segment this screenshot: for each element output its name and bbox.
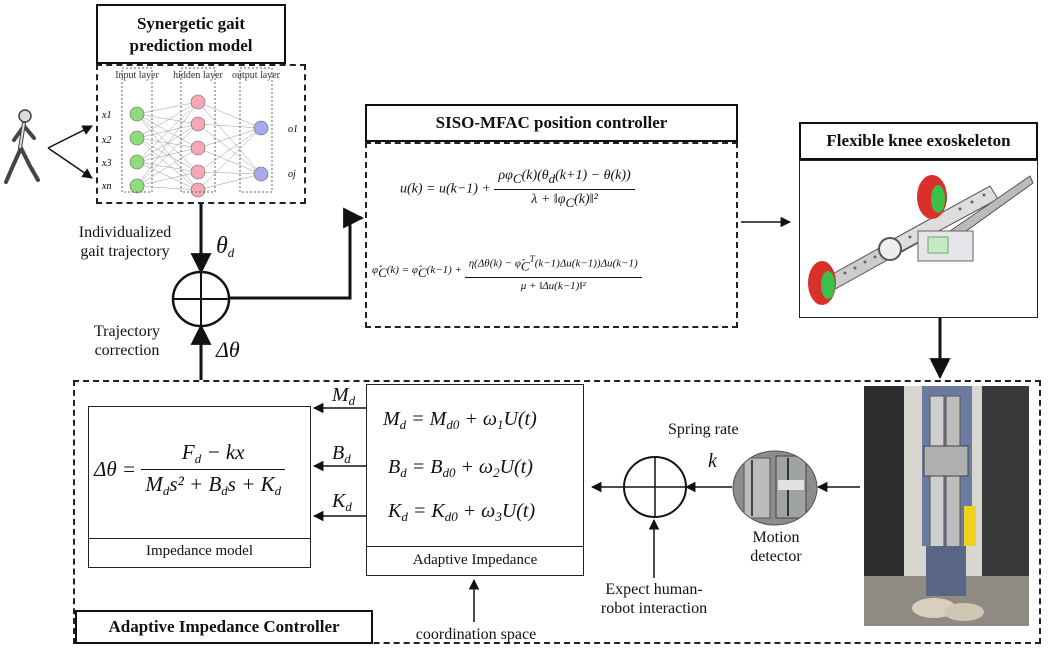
siso-equation-2: φ̂C(k) = φ̂C(k−1) + η(Δθ(k) − φ̂CT(k−1)Δ… (372, 254, 642, 292)
siso-box (365, 142, 738, 328)
adaptive-impedance-caption: Adaptive Impedance (412, 552, 538, 568)
adaptive-eq-kd: Kd = Kd0 + ω3U(t) (388, 500, 536, 524)
nn-edge (197, 147, 262, 175)
k-label: k (708, 450, 717, 472)
nn-edge (136, 101, 199, 115)
kd-label: Kd (332, 490, 352, 514)
layer-label-hidden: hidden layer (173, 70, 223, 81)
expect-interaction-label: Expect human- robot interaction (600, 581, 708, 617)
output-node (253, 166, 269, 182)
nn-edge (197, 173, 262, 191)
adaptive-eq-md: Md = Md0 + ω1U(t) (383, 408, 537, 432)
input-x2: x2 (101, 135, 111, 146)
layer-label-output: output layer (232, 70, 281, 81)
theta-d-label: θd (216, 233, 235, 260)
spring-rate-label: Spring rate (668, 421, 739, 438)
trajectory-correction-label: Trajectory correction (93, 323, 161, 359)
nn-edge (136, 101, 199, 187)
exoskeleton-photo (864, 386, 1029, 626)
impedance-model-caption: Impedance model (145, 543, 254, 559)
bd-label: Bd (332, 442, 351, 466)
nn-edge (197, 127, 262, 191)
nn-edge (197, 123, 262, 175)
exo-title: Flexible knee exoskeleton (799, 122, 1038, 160)
nn-edge (136, 171, 199, 187)
nn-edge (197, 123, 262, 129)
nn-edge (136, 137, 199, 191)
nn-edge (197, 127, 262, 149)
output-o1: o1 (288, 124, 298, 135)
input-node (129, 130, 145, 146)
input-node (129, 178, 145, 194)
input-x1: x1 (101, 110, 111, 121)
siso-title: SISO-MFAC position controller (365, 104, 738, 142)
delta-theta-label: Δθ (216, 337, 240, 362)
input-node (129, 154, 145, 170)
input-xn: xn (101, 181, 111, 192)
nn-edge (136, 101, 199, 163)
hidden-node (190, 140, 206, 156)
nn-edge (136, 113, 199, 125)
md-label: Md (332, 384, 356, 408)
siso-equation-1: u(k) = u(k−1) + ρφC(k)(θd(k+1) − θ(k))λ … (400, 168, 635, 211)
coordination-space-label: coordination space (415, 626, 537, 643)
motion-detector-image (732, 450, 818, 526)
nn-edge (136, 123, 199, 163)
nn-edge (136, 101, 199, 139)
nn-edge (136, 185, 199, 191)
adaptive-impedance-box (366, 384, 584, 576)
exoskeleton-image (808, 175, 1034, 305)
individualized-label: Individualized gait trajectory (78, 224, 172, 260)
layer-label-input: Input layer (115, 70, 159, 81)
input-x3: x3 (101, 158, 111, 169)
nn-edge (197, 127, 262, 173)
adaptive-divider (366, 546, 584, 547)
impedance-divider (88, 538, 311, 539)
nn-edge (136, 123, 199, 139)
adaptive-eq-bd: Bd = Bd0 + ω2U(t) (388, 456, 533, 480)
hidden-node (190, 182, 206, 198)
gait-model-box (96, 64, 306, 204)
output-oj: oj (288, 169, 296, 180)
neural-network: Input layer hidden layer output layer x1… (101, 67, 298, 198)
hidden-node (190, 164, 206, 180)
gait-model-title: Synergetic gait prediction model (96, 4, 286, 64)
nn-edge (136, 123, 199, 187)
nn-edge (197, 171, 262, 175)
nn-edge (136, 113, 199, 191)
nn-edge (136, 147, 199, 187)
walking-person-icon (4, 109, 40, 184)
input-node (129, 106, 145, 122)
hidden-node (190, 94, 206, 110)
adaptive-controller-title: Adaptive Impedance Controller (75, 610, 373, 644)
output-node (253, 120, 269, 136)
hidden-node (190, 116, 206, 132)
nn-edge (197, 101, 262, 129)
adaptive-controller-box (73, 380, 1041, 644)
impedance-model-box (88, 406, 311, 568)
motion-detector-label: Motion detector (750, 529, 802, 565)
nn-edge (136, 161, 199, 191)
